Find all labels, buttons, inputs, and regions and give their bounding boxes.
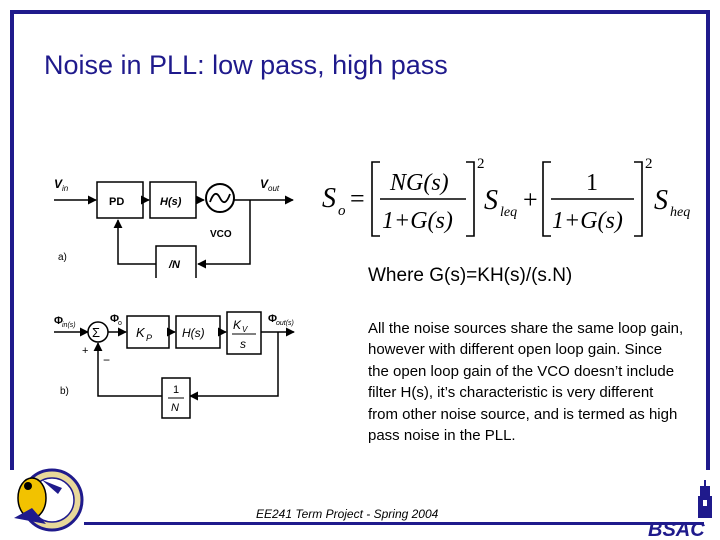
slide-title: Noise in PLL: low pass, high pass bbox=[44, 50, 448, 80]
kv-block bbox=[226, 311, 262, 355]
footer-divider bbox=[84, 522, 704, 525]
eq-bracket-right-1 bbox=[466, 161, 475, 237]
diag-b-feedback-left bbox=[93, 342, 162, 397]
eq-lhs: S bbox=[322, 183, 336, 214]
fb-num: 1 bbox=[173, 384, 179, 396]
loop-gain-definition: Where G(s)=KH(s)/(s.N) bbox=[368, 265, 573, 286]
noise-equation: S o = NG(s) 1+G(s) 2 S leq + 1 1+G(s) 2 … bbox=[322, 156, 690, 237]
eq-term1-num: NG(s) bbox=[389, 170, 449, 196]
diag-b-output-label: Φ bbox=[268, 313, 277, 325]
eq-psd-heq: S bbox=[654, 185, 668, 216]
fb-den: N bbox=[171, 402, 179, 414]
eq-term1-den: 1+G(s) bbox=[382, 208, 453, 234]
vco-label: VCO bbox=[210, 229, 232, 240]
diag-a-feedback-right bbox=[197, 200, 251, 269]
slide-frame-left bbox=[10, 10, 14, 470]
pll-block-diagram-b: Φ in(s) Σ + − Φ o K P H(s) K V s Φ out(s… bbox=[54, 311, 295, 419]
berkeley-bear-logo bbox=[14, 468, 84, 532]
eq-lhs-sub: o bbox=[338, 203, 346, 219]
diag-b-input-sub: in(s) bbox=[62, 322, 76, 329]
diag-b-tag: b) bbox=[60, 386, 69, 397]
eq-plus: + bbox=[523, 185, 538, 214]
eq-exponent-1: 2 bbox=[477, 156, 485, 172]
pd-block-label: PD bbox=[109, 196, 124, 208]
diag-b-node-label: Φ bbox=[110, 313, 119, 325]
sum-minus-sign: − bbox=[103, 353, 110, 367]
summing-symbol: Σ bbox=[92, 325, 100, 340]
filter-block-b-label: H(s) bbox=[182, 326, 205, 340]
eq-bracket-left-2 bbox=[542, 161, 551, 237]
diag-a-output-label: V bbox=[260, 177, 269, 191]
eq-psd-heq-sub: heq bbox=[670, 205, 690, 220]
pd-block bbox=[96, 181, 144, 219]
diag-b-feedback-right bbox=[189, 332, 279, 401]
diag-a-feedback-left bbox=[113, 219, 156, 265]
eq-psd-leq: S bbox=[484, 185, 498, 216]
diag-b-input-label: Φ bbox=[54, 315, 63, 327]
filter-block-b bbox=[175, 315, 221, 349]
diag-a-tag: a) bbox=[58, 252, 67, 263]
diag-a-input-sub: in bbox=[62, 184, 69, 193]
eq-exponent-2: 2 bbox=[645, 156, 653, 172]
diag-a-output-sub: out bbox=[268, 184, 280, 193]
filter-block-a-label: H(s) bbox=[160, 196, 182, 208]
slide-footer: EE241 Term Project - Spring 2004 bbox=[256, 507, 439, 521]
kp-sub: P bbox=[146, 333, 152, 343]
pll-block-diagram-a: V in PD H(s) VCO V out /N a) bbox=[54, 177, 294, 278]
eq-psd-leq-sub: leq bbox=[500, 205, 517, 220]
kp-block bbox=[126, 315, 170, 349]
bsac-logo: BSAC bbox=[648, 480, 712, 538]
vco-sine-icon bbox=[209, 192, 231, 204]
explanation-paragraph: All the noise sources share the same loo… bbox=[368, 320, 684, 445]
eq-term2-den: 1+G(s) bbox=[552, 208, 623, 234]
divider-block-a bbox=[155, 245, 197, 278]
eq-equals: = bbox=[350, 184, 365, 213]
bsac-logo-text: BSAC bbox=[648, 519, 705, 538]
slide-frame-right bbox=[706, 10, 710, 470]
divider-block-a-label: /N bbox=[168, 259, 181, 271]
slide-frame-top bbox=[10, 10, 710, 14]
kp-label: K bbox=[136, 325, 146, 340]
kv-label: K bbox=[233, 318, 242, 332]
eq-term2-num: 1 bbox=[586, 170, 598, 196]
kv-den: s bbox=[240, 337, 246, 351]
eq-bracket-right-2 bbox=[634, 161, 643, 237]
filter-block-a bbox=[149, 181, 197, 219]
diag-a-input-label: V bbox=[54, 177, 63, 191]
eq-bracket-left-1 bbox=[371, 161, 380, 237]
kv-sub: V bbox=[242, 325, 248, 334]
sum-plus-sign: + bbox=[82, 345, 88, 357]
diag-b-node-sub: o bbox=[118, 320, 122, 327]
diag-b-output-sub: out(s) bbox=[276, 320, 294, 327]
